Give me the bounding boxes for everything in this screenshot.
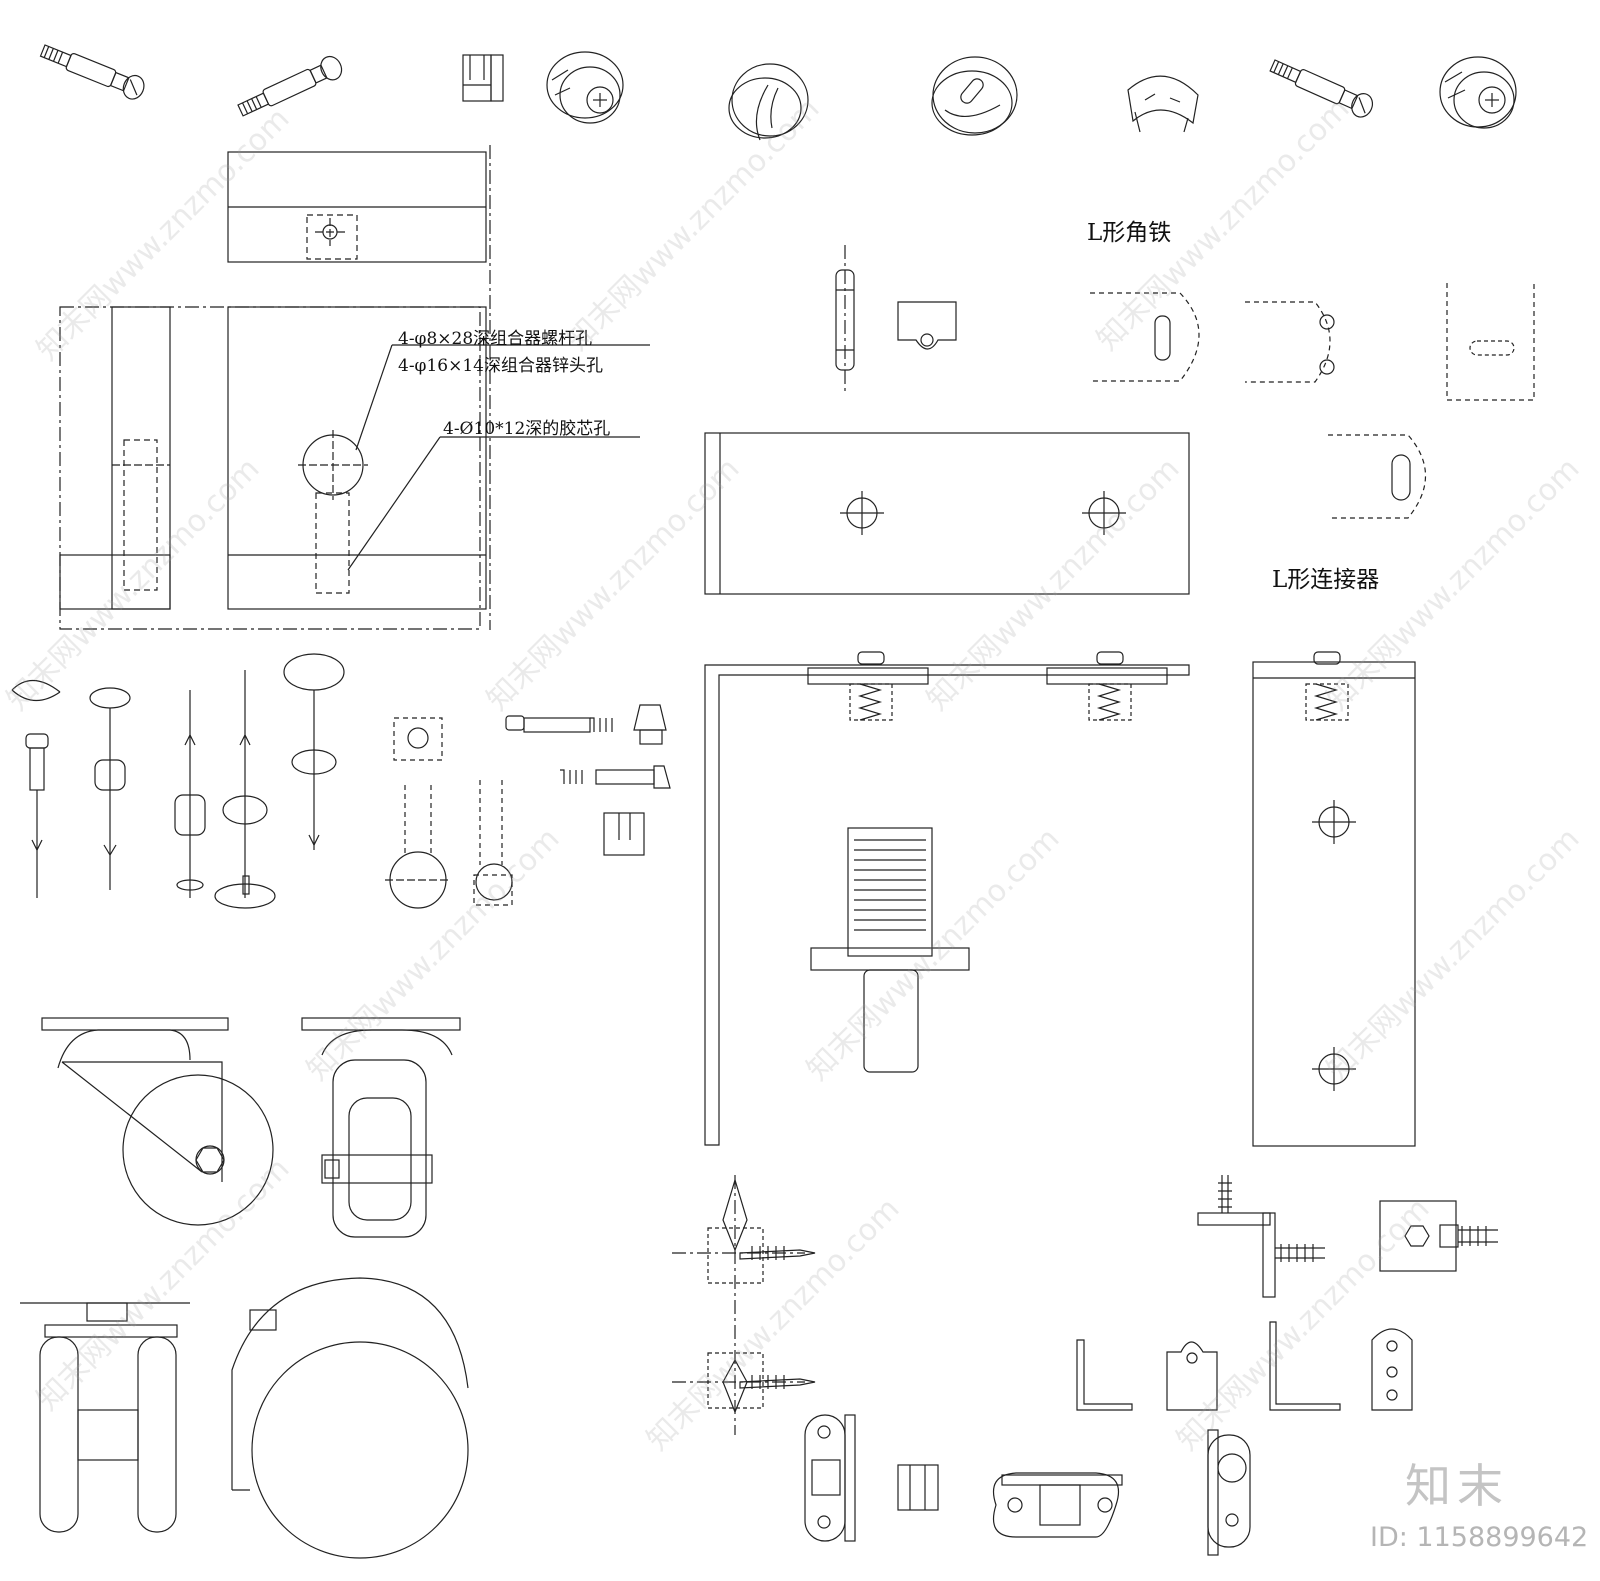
l-connector-label: L形连接器	[1272, 567, 1380, 593]
l-connector-plate-side	[1252, 651, 1416, 1147]
l-angle-iron-label: L形角铁	[1087, 220, 1172, 246]
screw-section-1	[672, 1175, 816, 1300]
dowel-pin-vertical	[835, 245, 855, 395]
explode-assembly-1	[11, 679, 131, 898]
watermark-id: ID: 1158899642	[1370, 1522, 1589, 1553]
joint-top-view	[227, 145, 491, 630]
cam-bolt-isometric-1	[39, 44, 145, 100]
mounting-plates-row	[804, 1414, 1251, 1556]
l-connector-section	[704, 651, 1190, 1146]
explode-assembly-2	[174, 653, 345, 909]
hole-note-screw-rod: 4-φ8×28深组合器螺杆孔	[398, 329, 593, 349]
screw-b	[1088, 651, 1132, 721]
hole-note-glue-core: 4-Ø10*12深的胶芯孔	[443, 419, 611, 439]
cam-disc-isometric-1	[728, 63, 809, 141]
twin-wheel-caster-front	[20, 1302, 190, 1533]
cam-lock-isometric-1	[546, 51, 624, 124]
small-bracket-side	[897, 301, 957, 350]
corner-screw-assembly	[1197, 1175, 1325, 1298]
cam-housing-isometric	[1127, 75, 1199, 133]
loose-fittings	[505, 704, 671, 856]
swivel-caster-side	[41, 1017, 274, 1226]
cam-disc-isometric-2	[931, 56, 1018, 136]
leveling-insert	[810, 827, 970, 1073]
cam-bolt-isometric-2	[237, 55, 343, 117]
l-angle-iron-views	[1090, 283, 1535, 519]
hole-note-zinc-head: 4-φ16×14深组合器锌头孔	[398, 356, 603, 376]
cam-bolt-isometric-3	[1269, 59, 1374, 118]
screw-a	[849, 651, 893, 721]
joint-front-view	[227, 306, 650, 610]
swivel-caster-front	[301, 1017, 461, 1238]
l-connector-long-plate	[704, 432, 1190, 595]
twin-wheel-caster-side	[231, 1277, 469, 1559]
screw-section-2	[672, 1300, 816, 1435]
small-brackets-row	[1076, 1321, 1413, 1411]
hole-detail-views	[385, 717, 513, 909]
dowel-insert-side	[462, 54, 504, 102]
block-with-bolt	[1379, 1200, 1498, 1272]
cam-lock-isometric-2	[1439, 56, 1517, 129]
watermark-brand: 知末	[1405, 1459, 1509, 1513]
